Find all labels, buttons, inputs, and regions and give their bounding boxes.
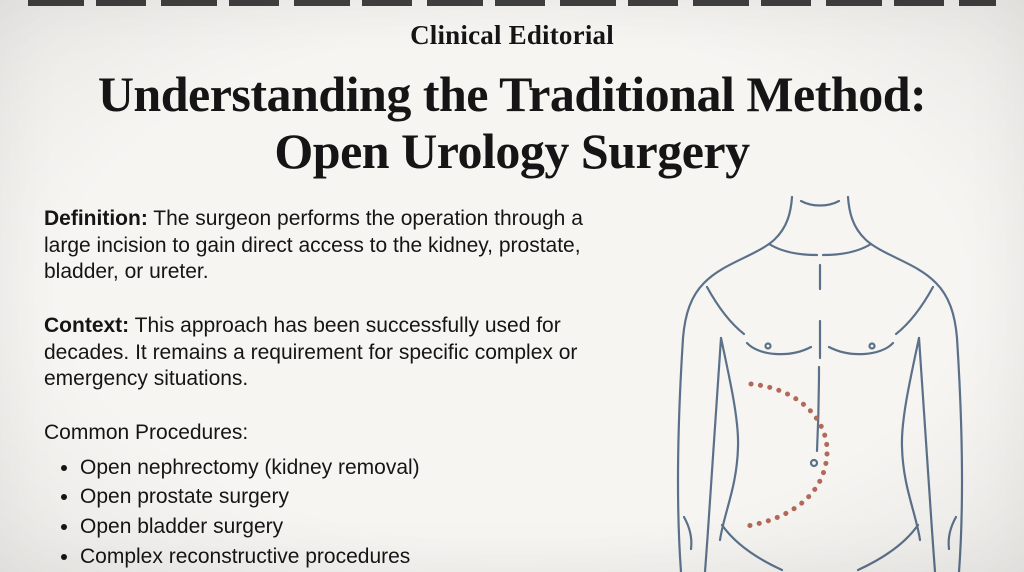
- title-line-2: Open Urology Surgery: [274, 123, 750, 179]
- male-torso-illustration: [676, 195, 964, 572]
- left-inner-arm: [703, 336, 723, 572]
- list-item: Open bladder surgery: [80, 514, 629, 541]
- right-shoulder-crease: [894, 285, 935, 336]
- right-elbow-crease: [947, 515, 958, 551]
- torso-outline: [676, 195, 964, 572]
- top-crop-artifact: [28, 0, 996, 6]
- left-shoulder-crease: [705, 285, 746, 336]
- left-pec-line: [745, 341, 813, 356]
- context-label: Context:: [44, 313, 130, 337]
- incision-dotted-line: [744, 381, 830, 529]
- title-line-1: Understanding the Traditional Method:: [97, 66, 927, 122]
- right-outline: [846, 195, 964, 572]
- page-title: Understanding the Traditional Method: Op…: [0, 66, 1024, 180]
- list-item: Open prostate surgery: [80, 484, 629, 511]
- content-column: Definition: The surgeon performs the ope…: [44, 206, 629, 572]
- right-pec-line: [827, 341, 895, 356]
- abdomen-center-line: [815, 365, 821, 453]
- left-groin-crease: [720, 523, 784, 572]
- context-text: This approach has been successfully used…: [44, 313, 578, 391]
- procedures-heading: Common Procedures:: [44, 420, 249, 444]
- chin-line: [799, 199, 841, 207]
- left-outline: [676, 195, 794, 572]
- right-clavicle: [821, 242, 873, 257]
- definition-paragraph: Definition: The surgeon performs the ope…: [44, 206, 629, 286]
- left-nipple: [764, 342, 772, 350]
- list-item: Open nephrectomy (kidney removal): [80, 455, 629, 482]
- right-groin-crease: [856, 523, 920, 572]
- eyebrow-label: Clinical Editorial: [410, 20, 614, 50]
- definition-text: The surgeon performs the operation throu…: [44, 207, 583, 284]
- list-item: Complex reconstructive procedures: [80, 544, 629, 571]
- procedures-list: Open nephrectomy (kidney removal) Open p…: [44, 455, 629, 571]
- context-paragraph: Context: This approach has been successf…: [44, 313, 629, 393]
- left-torso-side: [718, 336, 740, 542]
- left-elbow-crease: [682, 515, 693, 551]
- right-nipple: [868, 342, 876, 350]
- left-clavicle: [767, 242, 819, 257]
- right-inner-arm: [917, 336, 937, 572]
- right-torso-side: [900, 336, 922, 542]
- navel: [809, 458, 819, 468]
- definition-label: Definition:: [44, 207, 148, 230]
